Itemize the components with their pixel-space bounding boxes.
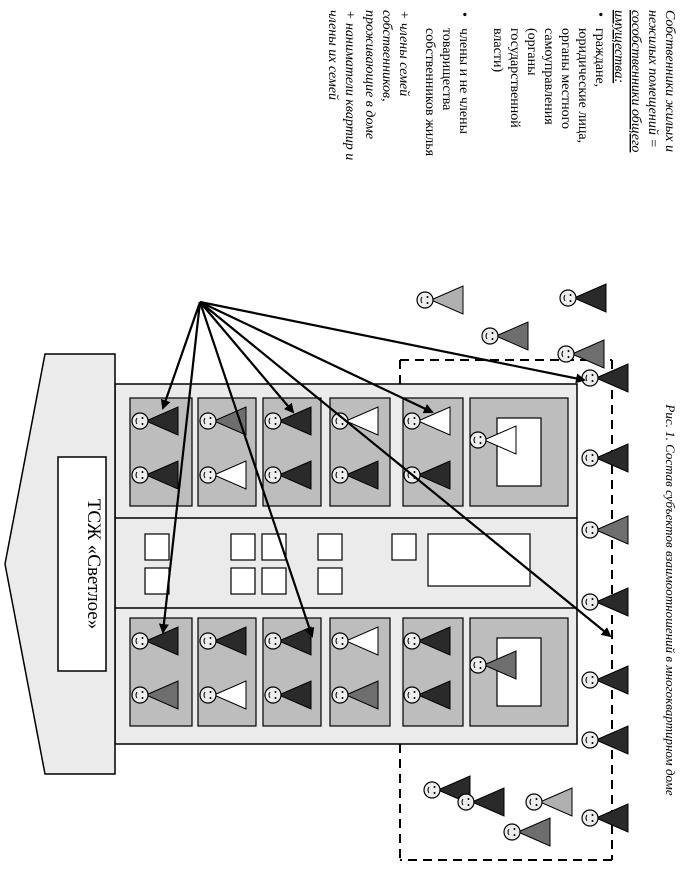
person-figure: [331, 406, 379, 436]
person-figure: [581, 363, 629, 393]
arrow: [199, 300, 586, 384]
stair-window: [317, 533, 343, 561]
stair-window: [144, 533, 170, 561]
stair-window: [230, 567, 256, 595]
bullet-dot: •: [592, 12, 607, 17]
stair-window: [144, 567, 170, 595]
person-figure: [403, 680, 451, 710]
person-figure: [131, 626, 179, 656]
stair-door: [427, 533, 531, 587]
legend-line: граждане,: [592, 28, 607, 87]
stair-window: [317, 567, 343, 595]
legend-line: государственной: [507, 28, 522, 128]
stair-window: [391, 533, 417, 561]
legend-line: юридические лица,: [575, 28, 590, 143]
person-figure: [331, 460, 379, 490]
person-figure: [557, 339, 605, 369]
person-figure: [416, 285, 464, 315]
person-figure: [264, 460, 312, 490]
person-figure: [403, 406, 451, 436]
arrow: [160, 301, 202, 410]
legend-line: члены и не члены: [456, 28, 471, 135]
bullet-dot: •: [456, 12, 471, 17]
arrow: [199, 301, 612, 638]
legend-line: самоуправления: [541, 28, 556, 125]
person-figure: [131, 406, 179, 436]
person-figure: [199, 626, 247, 656]
building-name-label: ТСЖ «Светлое»: [83, 499, 104, 630]
legend-heading-line: нежилых помещений =: [645, 10, 660, 148]
name-plate: [57, 456, 107, 672]
person-figure: [469, 425, 517, 455]
plot-boundary: [399, 359, 613, 861]
legend-line: власти): [490, 28, 505, 72]
person-figure: [131, 680, 179, 710]
arrow: [199, 301, 295, 414]
legend-line: органы местного: [558, 28, 573, 129]
legend-heading-line: имущества:: [611, 10, 626, 83]
person-figure: [559, 283, 607, 313]
person-figure: [469, 650, 517, 680]
stair-window: [261, 567, 287, 595]
legend-heading-line: сособственники общего: [628, 10, 643, 152]
arrow: [158, 301, 202, 634]
person-figure: [199, 460, 247, 490]
legend-bullet-2: члены и не членытовариществасобственнико…: [422, 28, 471, 157]
shop-unit-inner: [496, 417, 542, 487]
arrow: [198, 301, 315, 638]
person-figure: [581, 515, 629, 545]
arrow: [199, 301, 434, 414]
figure-caption: Рис. 1. Состав субъектов взаимоотношений…: [663, 403, 678, 795]
persons-layer: [131, 283, 629, 847]
legend-heading-line: Собственники жилых и: [662, 10, 677, 152]
legend-line: + члены семей: [396, 10, 411, 96]
legend-line: + наниматели квартир и: [342, 10, 357, 160]
person-figure: [481, 321, 529, 351]
legend-line: члены их семей: [325, 10, 340, 100]
person-figure: [503, 817, 551, 847]
person-figure: [131, 460, 179, 490]
person-figure: [264, 406, 312, 436]
arrows: [158, 300, 612, 638]
person-figure: [581, 587, 629, 617]
legend-line: (органы: [524, 28, 539, 76]
person-figure: [264, 680, 312, 710]
legend-line: собственников,: [379, 10, 394, 102]
stair-window: [230, 533, 256, 561]
person-figure: [331, 680, 379, 710]
person-figure: [331, 626, 379, 656]
person-figure: [581, 443, 629, 473]
person-figure: [581, 665, 629, 695]
person-figure: [199, 680, 247, 710]
legend: Собственники жилых и нежилых помещений =…: [325, 10, 677, 160]
legend-line: собственников жилья: [422, 28, 437, 157]
person-figure: [403, 626, 451, 656]
person-figure: [581, 803, 629, 833]
person-figure: [264, 626, 312, 656]
legend-line: товарищества: [439, 28, 454, 111]
person-figure: [403, 460, 451, 490]
person-figure: [457, 787, 505, 817]
legend-line: проживающие в доме: [362, 10, 377, 139]
legend-bullet-1: граждане,юридические лица,органы местног…: [490, 28, 607, 143]
person-figure: [581, 725, 629, 755]
person-figure: [525, 787, 573, 817]
